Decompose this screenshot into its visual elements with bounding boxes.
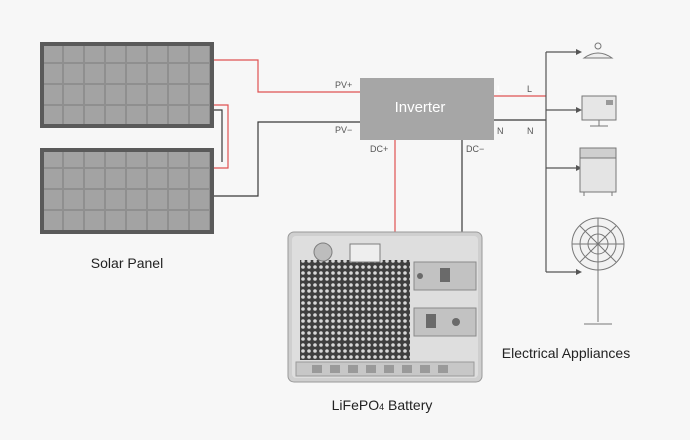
inverter-box <box>360 78 494 140</box>
series-wire-red <box>214 104 229 169</box>
battery-knob <box>313 242 333 262</box>
solar-panel-caption: Solar Panel <box>91 255 163 271</box>
l-terminal-label: L <box>497 84 502 94</box>
solar-panel-bottom <box>40 148 214 234</box>
pv-minus-label: PV− <box>335 125 352 135</box>
appliances-caption: Electrical Appliances <box>502 345 630 361</box>
l-line-label: L <box>527 84 532 94</box>
n-terminal-label: N <box>497 126 504 136</box>
battery-terminal-positive <box>440 268 450 282</box>
series-wire-black <box>214 109 223 162</box>
battery-caption-tail: Battery <box>384 397 432 413</box>
dc-minus-label: DC− <box>466 144 484 154</box>
battery-port-panel-bottom <box>413 307 477 337</box>
battery-caption-subscript: 4 <box>379 402 384 412</box>
battery-unit <box>287 231 483 383</box>
standing-fan-icon <box>571 217 625 325</box>
ceiling-lamp-icon <box>582 42 614 59</box>
battery-terminal-negative <box>426 314 436 328</box>
pv-plus-label: PV+ <box>335 80 352 90</box>
pv-negative-wire <box>214 121 360 197</box>
solar-panel-top <box>40 42 214 128</box>
washing-machine-icon <box>579 147 617 196</box>
n-line-label: N <box>527 126 534 136</box>
inverter-label: Inverter <box>395 99 446 116</box>
pv-positive-wire <box>214 59 360 93</box>
monitor-icon <box>581 95 617 127</box>
battery-caption-main: LiFePO <box>332 397 380 413</box>
dc-plus-label: DC+ <box>370 144 388 154</box>
battery-display <box>349 243 381 263</box>
bus-arrows <box>576 49 582 275</box>
battery-caption: LiFePO4 Battery <box>332 397 433 413</box>
battery-vent <box>300 260 410 360</box>
